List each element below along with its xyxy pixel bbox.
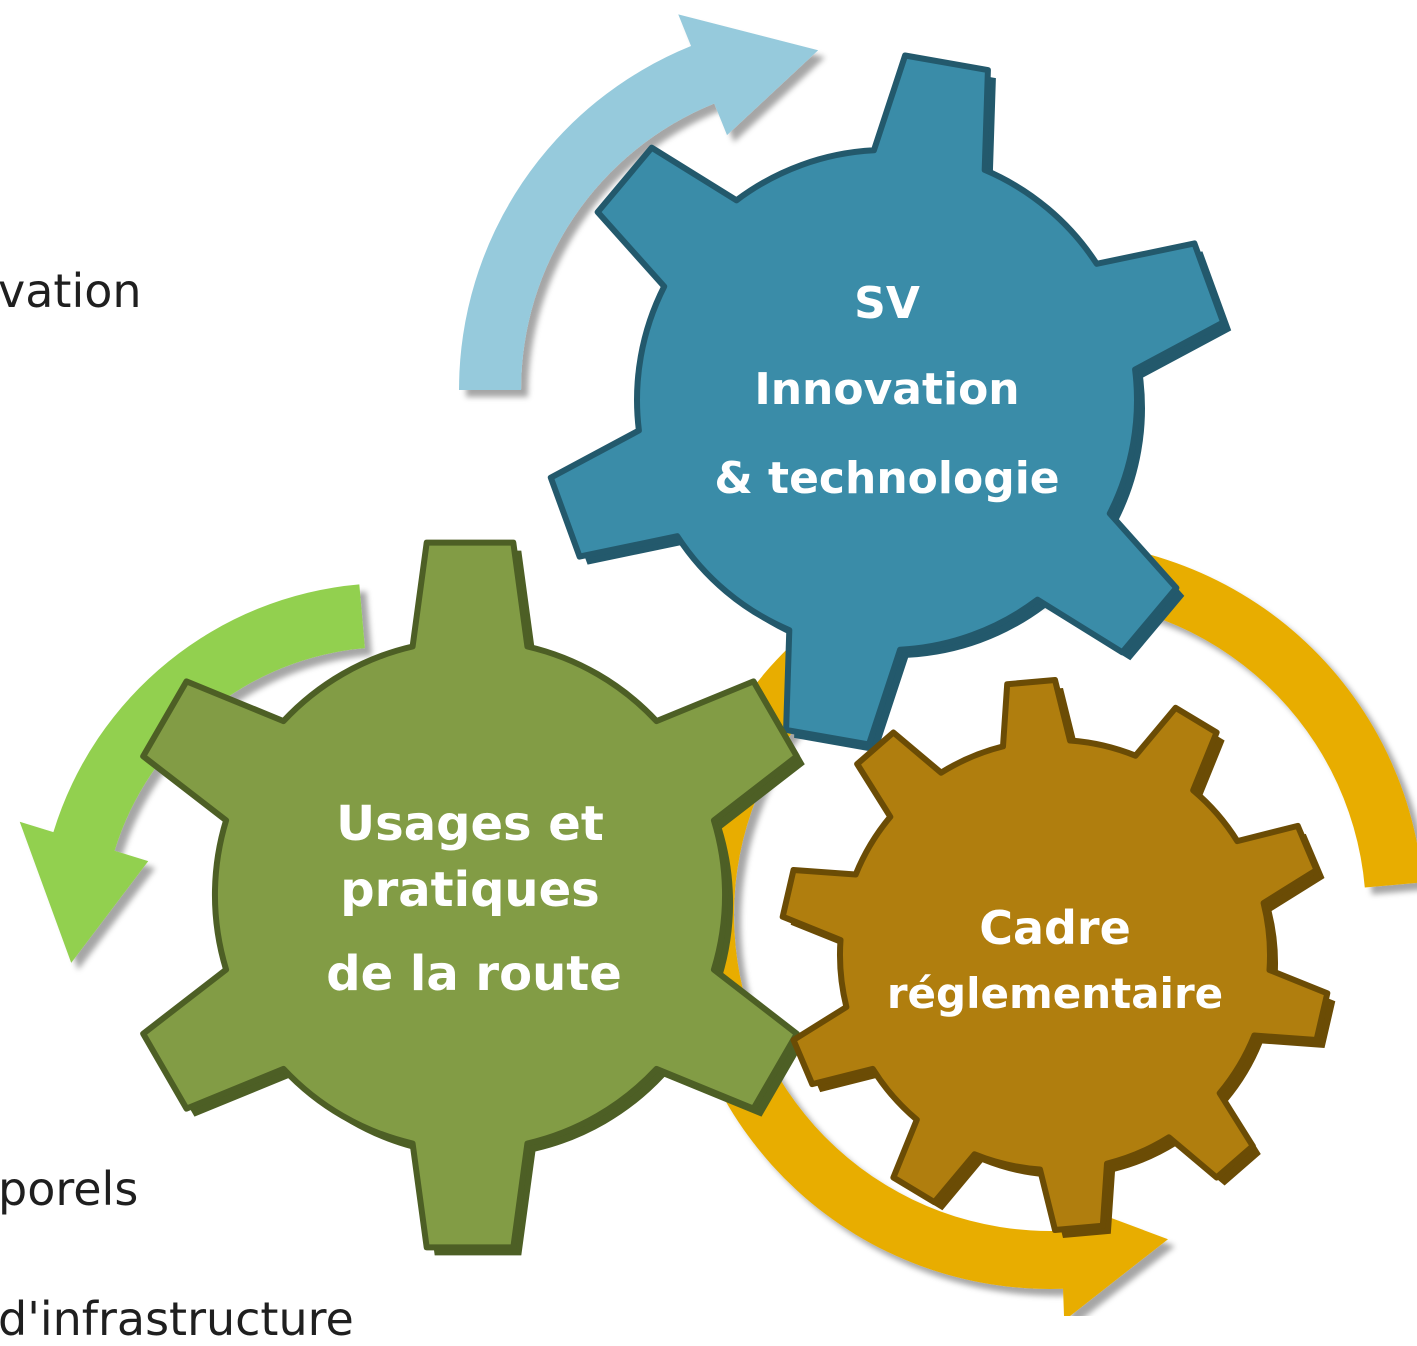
gold-gear-icon (779, 677, 1331, 1233)
blue-gear-icon (547, 52, 1227, 748)
background-text-1: vation (0, 264, 142, 318)
blue-cycle-arrow-icon (459, 14, 819, 390)
blue-gear-label-line-1: SV (854, 278, 920, 329)
green-gear-icon (140, 539, 800, 1251)
blue-gear-label-line-3: & technologie (714, 453, 1059, 504)
blue-gear: SV Innovation & technologie (547, 52, 1232, 753)
green-cycle-arrow-icon (19, 584, 365, 963)
gold-gear-label-line-2: réglementaire (887, 969, 1223, 1018)
gold-gear: Cadre réglementaire (779, 677, 1336, 1238)
gears-diagram: SV Innovation & technologie Usages et pr… (19, 14, 1417, 1316)
background-text-2: porels (0, 1162, 139, 1216)
green-gear-label-line-2: pratiques (340, 862, 599, 918)
green-gear: Usages et pratiques de la route (140, 539, 805, 1256)
gold-gear-label-line-1: Cadre (979, 901, 1131, 955)
green-gear-label-line-1: Usages et (336, 796, 604, 852)
blue-gear-label-line-2: Innovation (754, 364, 1019, 415)
green-gear-label-line-3: de la route (326, 946, 622, 1002)
